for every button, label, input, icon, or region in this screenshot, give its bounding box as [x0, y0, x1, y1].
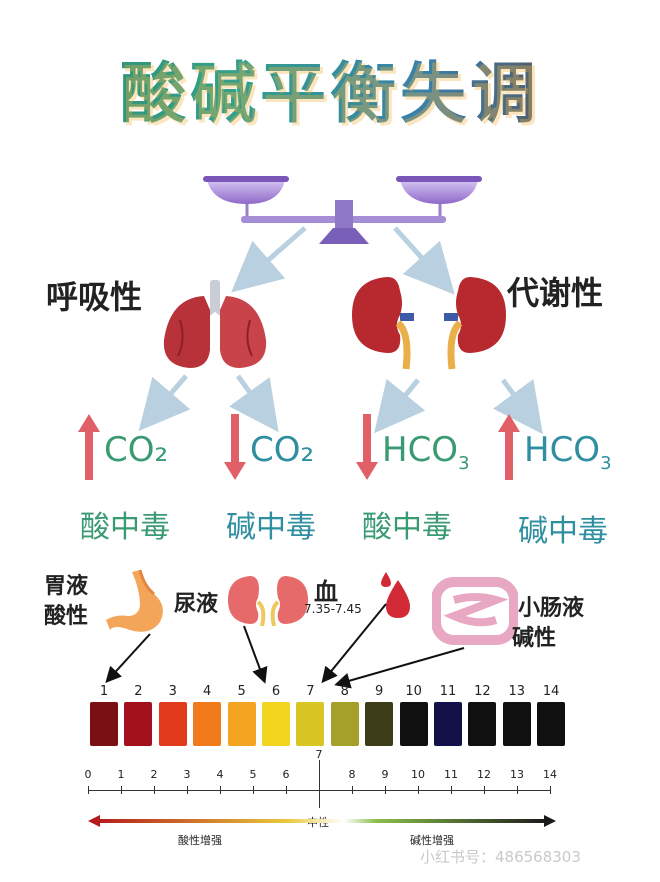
ph-color-swatch [124, 702, 153, 746]
ph-axis-tick [385, 786, 386, 794]
ph-axis-number: 7 [315, 748, 323, 761]
ph-axis-tick [253, 786, 254, 794]
stomach-label: 胃液 酸性 [44, 574, 89, 629]
ph-color-swatch [90, 702, 118, 746]
ph-axis-number: 10 [411, 768, 425, 781]
ph-scale-number: 3 [168, 684, 177, 699]
acid-increase-label: 酸性增强 [178, 834, 222, 847]
ph-axis-tick [451, 786, 452, 794]
ph-scale-number: 11 [439, 684, 457, 699]
intestine-icon [432, 577, 518, 645]
page-title: 酸碱平衡失调 [0, 40, 660, 136]
ph-scale-number: 9 [375, 684, 384, 699]
intestine-label: 小肠液 碱性 [512, 596, 585, 651]
metabolic-label: 代谢性 [507, 274, 604, 312]
balance-scale-icon [203, 176, 482, 244]
lungs-icon [163, 280, 267, 368]
ph-axis-number: 1 [117, 768, 125, 781]
ph-scale-number: 8 [340, 684, 349, 699]
ph-color-swatch [193, 702, 222, 746]
ph-axis-number: 4 [216, 768, 224, 781]
ph-axis-number: 2 [150, 768, 158, 781]
ph-axis-number: 13 [510, 768, 524, 781]
ph-scale-number: 14 [542, 684, 560, 699]
blood-label: 血 [314, 578, 338, 606]
indicator-co2-label: CO₂ [250, 430, 315, 470]
indicator-hco3-label: HCO3 [382, 430, 470, 474]
ph-color-swatch [434, 702, 462, 746]
ph-scale-number: 2 [134, 684, 143, 699]
ph-axis-number: 0 [84, 768, 92, 781]
indicator-co2-label: CO₂ [104, 430, 169, 470]
urine-label: 尿液 [174, 592, 219, 617]
indicator-type-label: 碱中毒 [518, 514, 608, 549]
ph-axis-number: 11 [444, 768, 458, 781]
ph-axis-tick [418, 786, 419, 794]
acid-base-gradient-arrow [88, 815, 556, 827]
ph-axis-tick [154, 786, 155, 794]
ph-scale-number: 7 [306, 684, 315, 699]
ph-axis-tick [484, 786, 485, 794]
ph-color-swatch [296, 702, 325, 746]
ph-axis-number: 8 [348, 768, 356, 781]
indicator-type-label: 碱中毒 [226, 510, 316, 545]
ph-axis-tick [121, 786, 122, 794]
ph-axis-tick [352, 786, 353, 794]
kidneys-small-icon [228, 576, 308, 626]
ph-axis-number: 5 [249, 768, 257, 781]
ph-axis-tick [319, 760, 320, 808]
ph-axis-number: 14 [543, 768, 557, 781]
ph-color-swatch [158, 702, 187, 746]
ph-axis-tick [550, 786, 551, 794]
ph-scale-number: 10 [405, 684, 422, 699]
ph-color-swatch [262, 702, 290, 746]
arrow-up-icon [498, 414, 520, 480]
ph-scale-number: 5 [237, 684, 246, 699]
watermark: 小红书号：486568303 [420, 848, 581, 866]
ph-color-swatch [399, 702, 428, 746]
ph-scale-number: 4 [203, 684, 212, 699]
ph-color-swatch [227, 702, 256, 746]
ph-axis-tick [517, 786, 518, 794]
ph-axis-number: 9 [381, 768, 389, 781]
ph-scale-number: 1 [99, 684, 109, 699]
arrow-down-icon [356, 414, 378, 480]
ph-axis-tick [187, 786, 188, 794]
ph-color-swatch [365, 702, 394, 746]
ph-axis-tick [286, 786, 287, 794]
ph-scale-number: 13 [508, 684, 526, 699]
ph-scale-number: 6 [271, 684, 281, 699]
indicator-type-label: 酸中毒 [362, 510, 452, 545]
ph-axis-tick [220, 786, 221, 794]
ph-axis-number: 3 [183, 768, 191, 781]
ph-scale-number: 12 [474, 684, 491, 699]
ph-axis-number: 6 [282, 768, 290, 781]
ph-color-swatch [330, 702, 359, 746]
kidney-right-icon [444, 277, 506, 370]
arrow-down-icon [224, 414, 246, 480]
blood-drop-icon [381, 572, 410, 618]
ph-axis-tick [88, 786, 89, 794]
ph-color-swatch [537, 702, 566, 746]
ph-color-swatch [468, 702, 497, 746]
kidney-left-icon [352, 277, 414, 370]
arrow-up-icon [78, 414, 100, 480]
base-increase-label: 碱性增强 [410, 834, 454, 847]
blood-ph-range: 7.35-7.45 [304, 602, 362, 616]
ph-color-swatch [502, 702, 531, 746]
indicator-hco3-label: HCO3 [524, 430, 612, 474]
stomach-icon [106, 569, 163, 632]
respiratory-label: 呼吸性 [46, 278, 143, 316]
ph-axis-number: 12 [477, 768, 491, 781]
indicator-type-label: 酸中毒 [80, 510, 170, 545]
